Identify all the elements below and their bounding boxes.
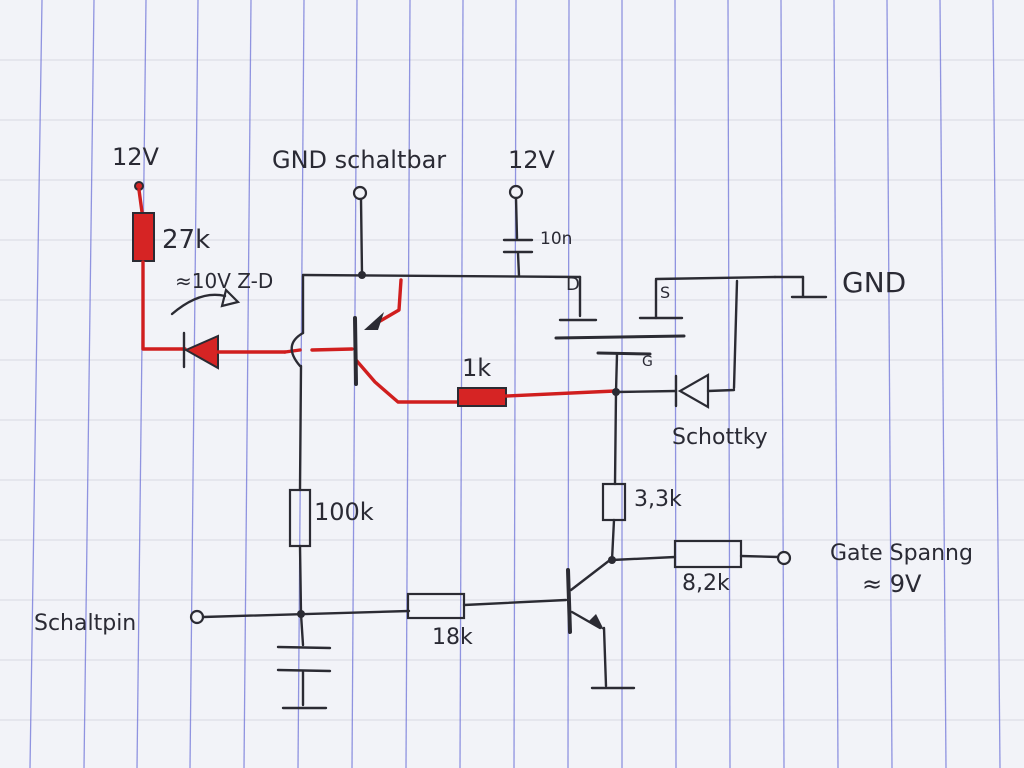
label-12v-left: 12V [112, 143, 160, 171]
terminal-gate-voltage [776, 550, 792, 566]
label-zener-note: ≈10V Z-D [175, 269, 273, 293]
npn-transistor [566, 558, 636, 690]
terminal-12v-top [508, 184, 524, 200]
label-27k: 27k [162, 225, 210, 255]
resistor-27k [132, 212, 155, 262]
wiring [170, 184, 828, 710]
resistor-1k [457, 387, 507, 407]
label-switch-pin: Schaltpin [34, 611, 136, 636]
label-18k: 18k [432, 625, 473, 650]
label-12v-top: 12V [508, 146, 556, 174]
label-gnd-right: GND [842, 266, 906, 299]
mosfet [554, 275, 777, 394]
label-1k: 1k [462, 354, 491, 382]
terminal-gnd-switchable [352, 185, 368, 201]
resistor-18k [406, 592, 466, 620]
label-source: S [660, 283, 670, 302]
label-3k3: 3,3k [634, 487, 682, 512]
labels: 12V 27k ≈10V Z-D GND schaltbar 12V 10n D… [34, 143, 973, 650]
label-drain: D [566, 274, 580, 295]
pnp-transistor [353, 312, 384, 386]
schottky-diode [677, 373, 710, 409]
label-schottky: Schottky [672, 425, 768, 450]
terminal-switch-pin [189, 609, 205, 625]
resistor-8k2 [673, 539, 743, 569]
highlighted-path [132, 181, 617, 407]
capacitor-bottom-plate-b [276, 668, 332, 673]
label-100k: 100k [314, 498, 374, 526]
zener-diode [183, 334, 219, 370]
label-gnd-switchable: GND schaltbar [272, 146, 446, 174]
label-8k2: 8,2k [682, 571, 730, 596]
capacitor-bottom-plate-a [276, 645, 332, 650]
label-gate: G [642, 354, 653, 370]
label-gate-voltage-value: ≈ 9V [862, 570, 922, 598]
label-capacitor-10n: 10n [540, 229, 572, 249]
label-gate-voltage: Gate Spanng [830, 541, 973, 566]
